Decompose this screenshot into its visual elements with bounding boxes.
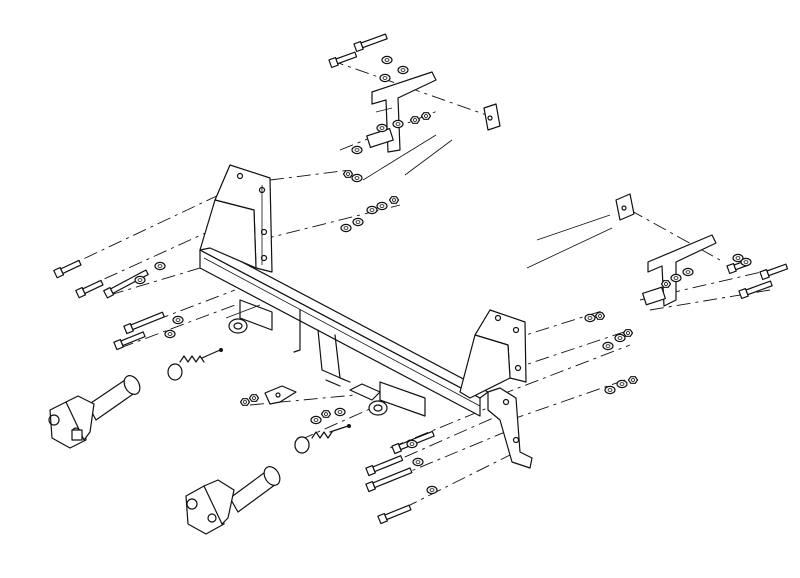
bolt xyxy=(103,269,149,299)
bolt-group xyxy=(53,33,789,525)
nut xyxy=(320,410,332,418)
washer xyxy=(604,385,616,395)
left-side-bracket xyxy=(199,164,273,273)
bolt xyxy=(113,331,146,351)
washer xyxy=(614,333,626,343)
right-mounting-plate xyxy=(487,387,533,469)
cap-plug xyxy=(294,436,310,454)
right-receiver-mount xyxy=(349,381,426,417)
nut xyxy=(342,170,354,178)
nut xyxy=(622,329,634,337)
bolt xyxy=(353,33,388,53)
washer xyxy=(134,275,146,285)
washer xyxy=(412,457,424,467)
washer xyxy=(366,205,378,215)
left-receiver-mount xyxy=(225,299,273,334)
washer xyxy=(379,73,391,83)
washer xyxy=(392,119,404,129)
hitch-crossbar xyxy=(199,243,489,417)
washer xyxy=(376,123,388,133)
bolt xyxy=(365,455,404,477)
shackle-assembly-left xyxy=(48,375,141,449)
washer xyxy=(381,55,393,65)
nut xyxy=(594,312,606,320)
bolt xyxy=(759,263,789,281)
washer xyxy=(584,313,596,323)
washer xyxy=(351,145,363,155)
bolt xyxy=(123,311,165,335)
washer xyxy=(376,201,388,211)
bolt xyxy=(75,279,104,299)
bolt xyxy=(365,467,413,493)
washer xyxy=(426,485,438,495)
wire-harness-bars xyxy=(293,309,351,387)
washer xyxy=(616,379,628,389)
washer xyxy=(397,65,409,75)
washer xyxy=(164,329,176,339)
washer xyxy=(406,439,418,449)
nut xyxy=(248,394,260,402)
washer xyxy=(154,261,166,271)
shackle-assembly-right xyxy=(185,466,281,535)
nut xyxy=(239,398,251,406)
nut xyxy=(660,280,672,288)
washer xyxy=(310,415,322,425)
washer xyxy=(340,223,352,233)
lower-frame-bracket xyxy=(615,193,717,307)
bolt xyxy=(377,504,412,525)
washer xyxy=(172,315,184,325)
nut xyxy=(409,116,421,124)
washer-nut-group xyxy=(134,55,752,495)
washer xyxy=(732,253,744,263)
washer xyxy=(352,217,364,227)
bolt xyxy=(738,280,773,300)
bolt xyxy=(328,51,358,69)
nut xyxy=(388,196,400,204)
wiring-bracket xyxy=(264,385,297,405)
washer xyxy=(334,407,346,417)
bolt xyxy=(53,259,82,279)
spring-pin-left xyxy=(167,348,223,381)
washer xyxy=(602,341,614,351)
washer xyxy=(351,173,363,183)
fish-wires xyxy=(362,134,613,269)
right-side-bracket xyxy=(459,309,527,399)
washer xyxy=(740,257,752,267)
nut xyxy=(627,376,639,384)
washer xyxy=(682,267,694,277)
washer xyxy=(670,273,682,283)
nut xyxy=(420,112,432,120)
upper-frame-bracket xyxy=(366,71,501,153)
